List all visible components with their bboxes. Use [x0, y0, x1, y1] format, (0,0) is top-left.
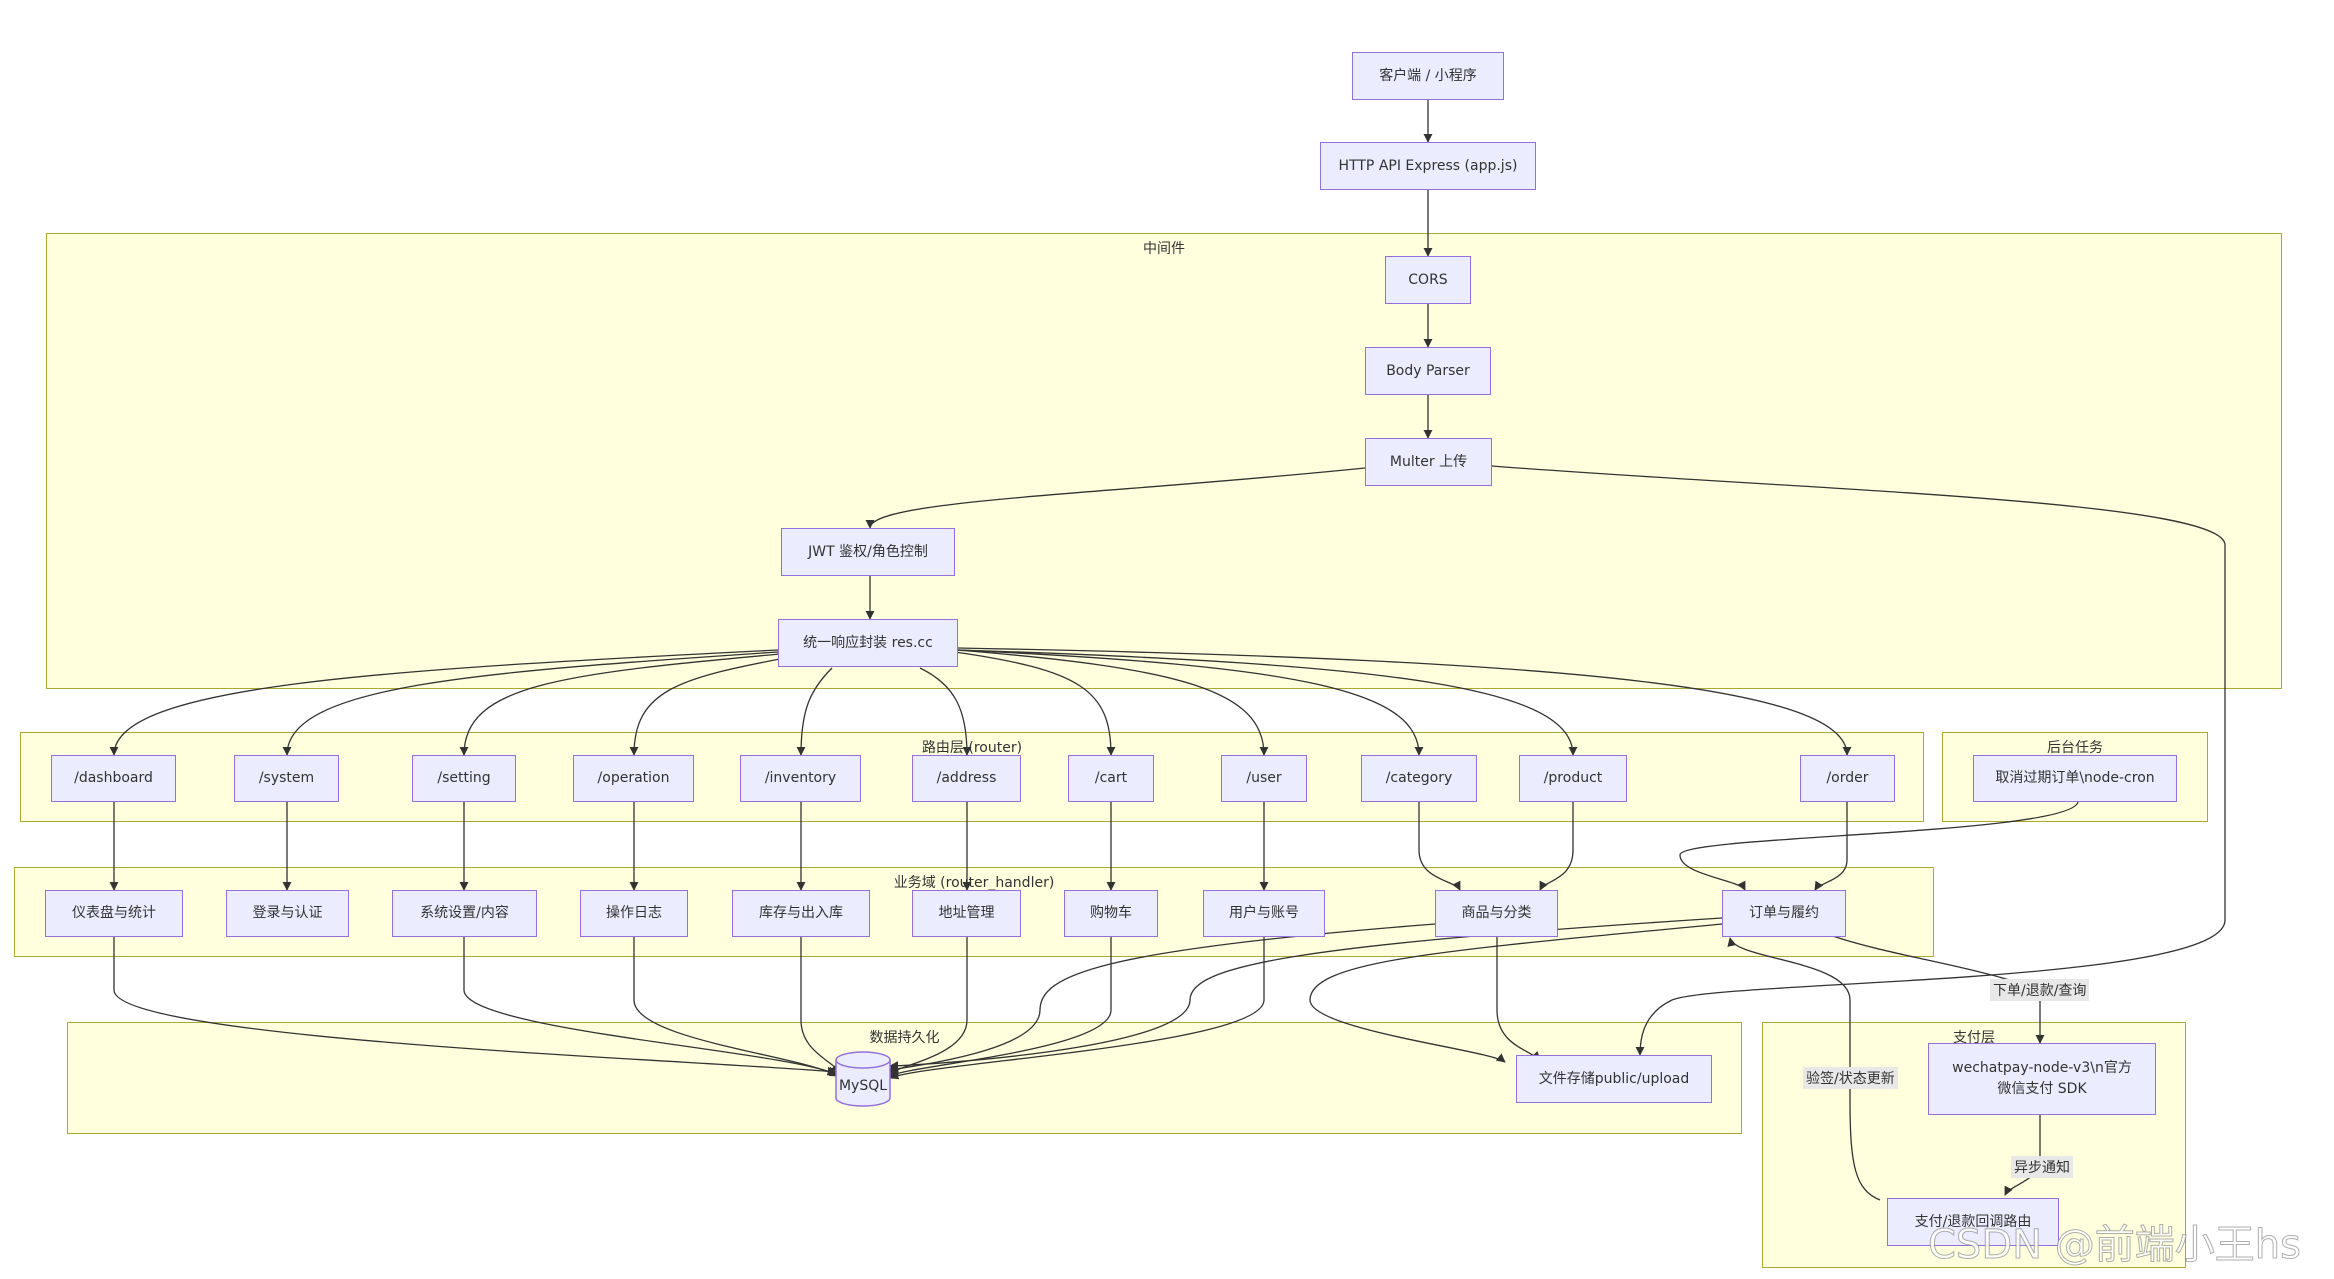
node-handler-address[interactable]: 地址管理 — [912, 890, 1021, 937]
node-handler-auth[interactable]: 登录与认证 — [226, 890, 349, 937]
edge-res-operation — [629, 657, 786, 756]
cluster-title-background: 后台任务 — [2047, 740, 2103, 756]
node-storage[interactable]: 文件存储public/upload — [1516, 1055, 1712, 1103]
edge-category-handler — [1418, 802, 1461, 891]
edge-label-async-notify: 异步通知 — [2011, 1156, 2073, 1178]
node-client[interactable]: 客户端 / 小程序 — [1352, 52, 1504, 100]
edge-res-cart — [954, 651, 1116, 756]
mysql-label: MySQL — [838, 1078, 888, 1094]
node-handler-inventory[interactable]: 库存与出入库 — [732, 890, 870, 937]
node-handler-order[interactable]: 订单与履约 — [1722, 890, 1846, 937]
cluster-persistence: 数据持久化 — [67, 1022, 1742, 1134]
edge-order-handler — [1814, 802, 1848, 891]
node-handler-log[interactable]: 操作日志 — [580, 890, 688, 937]
edge-product-handler — [1539, 802, 1574, 891]
edge-res-user — [956, 649, 1269, 756]
node-router-operation[interactable]: /operation — [573, 755, 694, 802]
node-handler-product[interactable]: 商品与分类 — [1435, 890, 1558, 937]
node-router-setting[interactable]: /setting — [412, 755, 516, 802]
node-handler-setting[interactable]: 系统设置/内容 — [392, 890, 537, 937]
edge-label-order-to-pay: 下单/退款/查询 — [1990, 979, 2090, 1001]
edge-h-product-storage — [1496, 937, 1541, 1061]
node-wechatpay[interactable]: wechatpay-node-v3\n官方 微信支付 SDK — [1928, 1043, 2156, 1115]
node-router-cart[interactable]: /cart — [1068, 755, 1154, 802]
node-router-address[interactable]: /address — [912, 755, 1021, 802]
edge-callback-order — [1727, 937, 1881, 1201]
node-handler-user[interactable]: 用户与账号 — [1203, 890, 1325, 937]
watermark: CSDN @前端小王hs — [1928, 1222, 2302, 1269]
edge-h-log-mysql — [633, 937, 839, 1077]
node-router-system[interactable]: /system — [234, 755, 339, 802]
edge-h-inventory-mysql — [800, 937, 841, 1073]
edge-res-order — [957, 647, 1852, 756]
node-router-category[interactable]: /category — [1361, 755, 1477, 802]
node-router-order[interactable]: /order — [1800, 755, 1895, 802]
edge-h-order-mysql — [889, 917, 1723, 1071]
edge-h-cart-mysql — [889, 937, 1112, 1077]
cluster-middleware: 中间件 — [46, 233, 2282, 689]
edge-h-address-mysql — [887, 937, 968, 1075]
edge-res-system — [282, 651, 779, 756]
edge-h-order-storage — [1309, 923, 1723, 1063]
edge-h-setting-mysql — [463, 937, 837, 1075]
edge-h-user-mysql — [889, 937, 1265, 1080]
edge-h-dashboard-mysql — [113, 937, 837, 1076]
edge-res-dashboard — [109, 649, 779, 756]
edge-multer-storage — [1491, 465, 2226, 1056]
node-cron[interactable]: 取消过期订单\node-cron — [1973, 755, 2177, 802]
node-body-parser[interactable]: Body Parser — [1365, 347, 1491, 395]
edge-wechatpay-callback — [2004, 1115, 2041, 1196]
cluster-title-middleware: 中间件 — [1143, 241, 1185, 257]
node-cors[interactable]: CORS — [1385, 256, 1471, 304]
node-handler-cart[interactable]: 购物车 — [1064, 890, 1158, 937]
edge-res-address — [919, 667, 972, 756]
edge-res-inventory — [796, 667, 833, 756]
node-router-dashboard[interactable]: /dashboard — [51, 755, 176, 802]
node-router-inventory[interactable]: /inventory — [740, 755, 861, 802]
node-http-api[interactable]: HTTP API Express (app.js) — [1320, 142, 1536, 190]
cluster-title-router: 路由层 (router) — [921, 740, 1023, 756]
edge-cron-order — [1679, 801, 2079, 891]
edge-res-product — [957, 649, 1578, 756]
edge-h-product-mysql — [889, 923, 1436, 1074]
node-callback[interactable]: 支付/退款回调路由 — [1887, 1198, 2059, 1246]
cluster-title-persistence: 数据持久化 — [869, 1030, 940, 1046]
node-handler-dashboard[interactable]: 仪表盘与统计 — [45, 890, 183, 937]
node-jwt[interactable]: JWT 鉴权/角色控制 — [781, 528, 955, 576]
node-router-user[interactable]: /user — [1221, 755, 1307, 802]
node-multer[interactable]: Multer 上传 — [1365, 438, 1492, 486]
node-res-cc[interactable]: 统一响应封装 res.cc — [778, 619, 958, 667]
edge-label-verify-update: 验签/状态更新 — [1803, 1067, 1898, 1089]
edge-res-setting — [459, 653, 781, 756]
cluster-title-handler: 业务域 (router_handler) — [893, 875, 1055, 891]
edge-res-category — [957, 649, 1424, 756]
node-router-product[interactable]: /product — [1519, 755, 1627, 802]
cluster-title-payment: 支付层 — [1953, 1030, 1995, 1046]
edge-multer-jwt — [865, 467, 1366, 529]
